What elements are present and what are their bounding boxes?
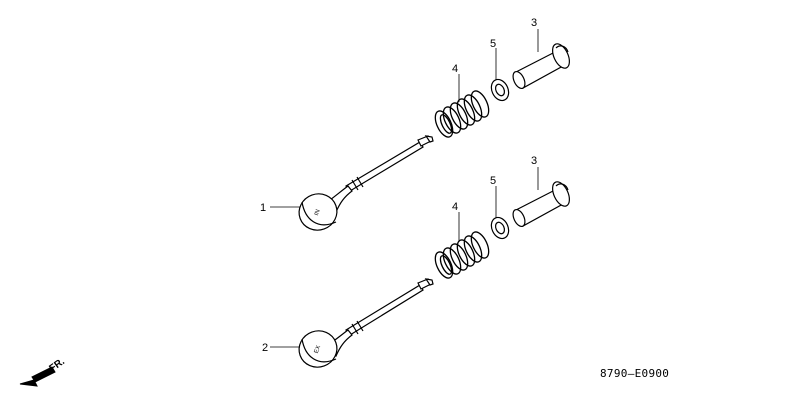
valve-spring-bottom xyxy=(434,231,490,279)
callout-4-bottom: 4 xyxy=(452,201,458,213)
valve-spring-top xyxy=(434,90,490,138)
intake-mark: IN xyxy=(314,209,322,217)
callout-5-top: 5 xyxy=(490,38,496,50)
callout-1: 1 xyxy=(260,202,266,214)
callout-5-bottom: 5 xyxy=(490,175,496,187)
spring-retainer-bottom xyxy=(490,216,510,240)
callout-3-bottom: 3 xyxy=(531,155,537,167)
valve-rotator-bottom xyxy=(512,181,570,228)
callout-3-top: 3 xyxy=(531,17,537,29)
callout-2: 2 xyxy=(262,342,268,354)
front-direction-arrow: FR. xyxy=(19,356,67,387)
callout-4-top: 4 xyxy=(452,63,458,75)
intake-valve: IN xyxy=(298,135,434,231)
valve-rotator-top xyxy=(512,43,570,90)
diagram-code: 8790—E0900 xyxy=(600,367,670,380)
leader-lines xyxy=(270,29,539,348)
exhaust-valve: EX xyxy=(298,278,434,368)
spring-retainer-top xyxy=(490,78,510,102)
exhaust-mark: EX xyxy=(314,345,322,355)
arrow-left-down-icon xyxy=(19,366,56,387)
